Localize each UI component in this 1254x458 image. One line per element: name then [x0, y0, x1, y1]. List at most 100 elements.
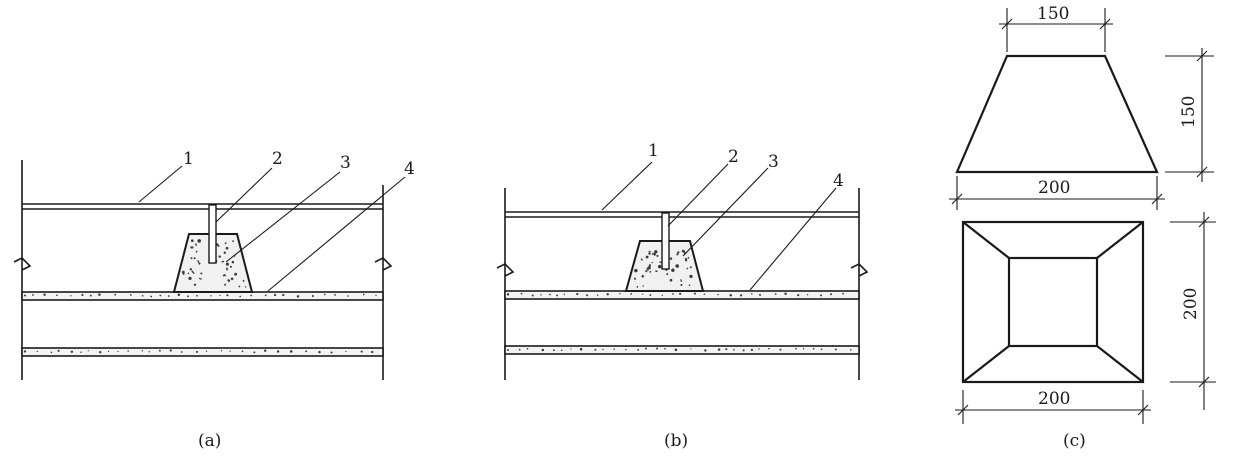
- slab-speckle: [159, 294, 162, 297]
- slab-speckle: [371, 350, 374, 354]
- slab-speckle: [820, 348, 823, 351]
- slab-speckle: [89, 294, 92, 297]
- slab-speckle: [117, 350, 119, 353]
- slab-speckle: [768, 347, 770, 350]
- slab-speckle: [311, 294, 314, 298]
- concrete-aggregate: [223, 251, 226, 255]
- slab-speckle: [579, 347, 583, 351]
- slab-speckle: [586, 294, 589, 297]
- concrete-aggregate: [654, 250, 658, 254]
- slab-speckle: [750, 348, 754, 351]
- slab-speckle: [282, 293, 285, 297]
- plan-inner-square: [1007, 256, 1099, 348]
- slab-speckle: [506, 293, 510, 296]
- slab-speckle: [802, 348, 805, 350]
- slab-speckle: [552, 349, 555, 352]
- slab-speckle: [594, 348, 597, 351]
- slab-speckle: [239, 295, 242, 298]
- dim-top-tick-left: [1001, 18, 1013, 30]
- concrete-aggregate: [221, 260, 225, 263]
- slab-speckle: [229, 350, 231, 352]
- concrete-aggregate: [190, 239, 194, 243]
- slab-speckle: [679, 292, 682, 295]
- slab-speckle: [834, 348, 837, 351]
- panel-a-callout-2: 2: [272, 149, 283, 169]
- concrete-aggregate: [181, 270, 185, 274]
- slab-speckle: [114, 293, 117, 296]
- slab-speckle: [253, 351, 256, 354]
- slab-speckle: [784, 292, 787, 296]
- slab-speckle: [637, 348, 640, 351]
- slab-speckle: [556, 294, 559, 297]
- slab-speckle: [795, 347, 797, 350]
- slab-speckle: [360, 350, 363, 353]
- dim-right-tick-bottom: [1196, 166, 1208, 178]
- concrete-aggregate: [676, 251, 680, 255]
- slab-speckle: [849, 348, 852, 351]
- panel-b-callout-2: 2: [728, 147, 739, 167]
- concrete-aggregate: [689, 266, 693, 269]
- panel-b-hanger-bar: [661, 212, 670, 270]
- concrete-aggregate: [680, 279, 683, 282]
- slab-speckle: [70, 350, 74, 354]
- panel-a-slab-lower: [21, 347, 384, 357]
- slab-speckle: [289, 350, 293, 353]
- concrete-aggregate: [684, 257, 688, 262]
- panel-b-callout-3: 3: [768, 152, 779, 172]
- slab-speckle: [98, 293, 101, 296]
- slab-speckle: [560, 349, 563, 352]
- panel-a-leader-1: [138, 165, 183, 203]
- concrete-aggregate: [686, 267, 689, 270]
- slab-speckle: [169, 349, 172, 352]
- slab-speckle: [250, 294, 253, 297]
- panel-a-hanger-bar: [208, 204, 217, 264]
- slab-speckle: [751, 292, 753, 295]
- concrete-aggregate: [676, 253, 679, 256]
- concrete-aggregate: [646, 267, 649, 271]
- slab-speckle: [36, 350, 38, 353]
- slab-speckle: [693, 292, 696, 295]
- concrete-aggregate: [687, 257, 690, 259]
- slab-speckle: [541, 348, 545, 352]
- concrete-aggregate: [671, 268, 675, 272]
- slab-speckle: [187, 295, 189, 298]
- concrete-aggregate: [225, 246, 229, 250]
- slab-speckle: [725, 348, 728, 351]
- slab-speckle: [576, 292, 579, 296]
- slab-speckle: [167, 295, 170, 297]
- concrete-aggregate: [634, 268, 638, 273]
- slab-speckle: [540, 294, 542, 296]
- concrete-aggregate: [189, 268, 193, 271]
- slab-speckle: [717, 293, 719, 296]
- concrete-aggregate: [656, 254, 659, 257]
- slab-speckle: [81, 293, 84, 297]
- concrete-aggregate: [191, 270, 194, 273]
- concrete-aggregate: [200, 272, 203, 275]
- slab-speckle: [619, 292, 621, 295]
- plan-diag-tl: [962, 221, 1010, 259]
- slab-speckle: [296, 295, 300, 298]
- concrete-aggregate: [633, 277, 637, 280]
- concrete-aggregate: [242, 279, 245, 282]
- slab-speckle: [23, 350, 27, 353]
- slab-speckle: [127, 350, 130, 352]
- slab-speckle: [672, 293, 674, 295]
- slab-speckle: [70, 295, 72, 297]
- slab-speckle: [220, 350, 223, 352]
- plan-diag-tr: [1096, 221, 1144, 259]
- slab-speckle: [347, 295, 349, 297]
- slab-speckle: [806, 294, 809, 296]
- concrete-aggregate: [225, 267, 229, 271]
- concrete-aggregate: [669, 257, 673, 260]
- slab-speckle: [210, 295, 212, 297]
- concrete-aggregate: [190, 246, 194, 249]
- slab-speckle: [305, 350, 308, 353]
- concrete-aggregate: [223, 283, 227, 286]
- concrete-aggregate: [197, 239, 201, 243]
- slab-speckle: [690, 348, 692, 350]
- panel-a-callout-1: 1: [183, 149, 194, 169]
- panel-a-leader-2: [215, 167, 273, 223]
- slab-speckle: [779, 348, 782, 351]
- slab-speckle: [330, 351, 333, 354]
